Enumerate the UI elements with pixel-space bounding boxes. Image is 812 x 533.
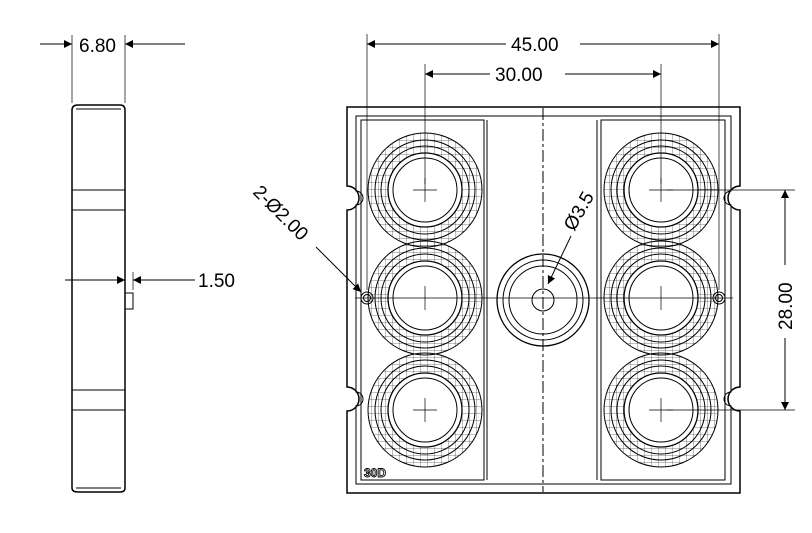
center-hole-dimension: Ø3.5 [560, 188, 599, 234]
side-thickness-dimension: 6.80 [79, 36, 116, 57]
front-dimensions: 45.00 30.00 28.00 Ø3.5 2-Ø2.00 [248, 34, 797, 411]
overall-width-dimension: 45.00 [511, 35, 559, 56]
side-view: 6.80 1.50 [40, 35, 235, 493]
lens-pitch-x-dimension: 30.00 [495, 65, 543, 86]
pin-height-dimension: 1.50 [198, 271, 235, 292]
part-marking: 30D [364, 466, 386, 480]
mount-holes-dimension: 2-Ø2.00 [248, 182, 311, 245]
front-view: 30D [346, 106, 741, 494]
lens-pitch-y-dimension: 28.00 [776, 282, 797, 330]
